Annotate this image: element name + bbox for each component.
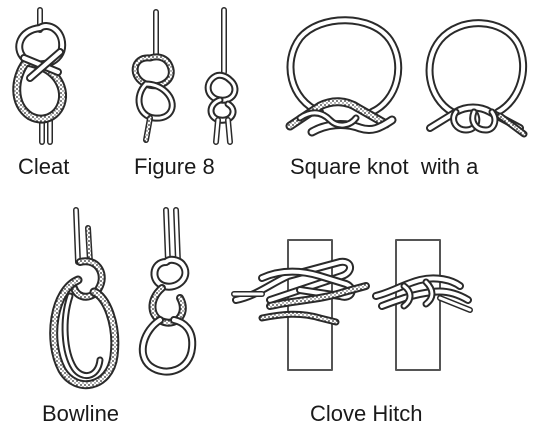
- clove-hitch-caption: Clove Hitch: [310, 403, 422, 425]
- square-knot-caption: Square knot with a: [290, 156, 478, 178]
- cleat-caption: Cleat: [18, 156, 69, 178]
- bowline-tight-knot-icon: [143, 210, 192, 372]
- bowline-caption: Bowline: [42, 403, 119, 425]
- cleat-knot-icon: [17, 10, 63, 142]
- clove-hitch-loose-icon: [234, 240, 366, 370]
- square-knot-left-icon: [290, 20, 398, 132]
- figure8-caption: Figure 8: [134, 156, 215, 178]
- clove-hitch-tight-icon: [376, 240, 470, 370]
- square-knot-right-icon: [430, 23, 524, 134]
- bowline-loose-knot-icon: [54, 210, 115, 385]
- figure8-loose-knot-icon: [135, 12, 172, 140]
- figure8-tight-knot-icon: [208, 10, 235, 142]
